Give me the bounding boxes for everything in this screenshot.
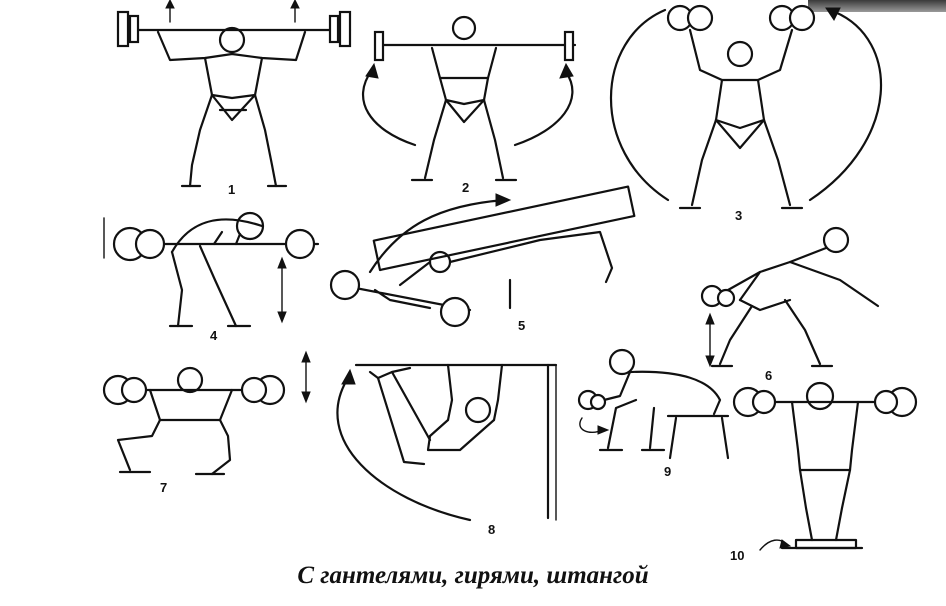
figure-2 bbox=[361, 15, 577, 182]
figure-10-number: 10 bbox=[730, 548, 744, 560]
figure-5 bbox=[329, 185, 636, 328]
figure-4-number: 4 bbox=[210, 328, 218, 343]
caption: С гантелями, гирями, штангой bbox=[297, 562, 649, 589]
figure-8-number: 8 bbox=[488, 522, 495, 537]
figure-4 bbox=[103, 211, 320, 328]
figure-6 bbox=[700, 226, 880, 368]
figure-2-number: 2 bbox=[462, 180, 469, 195]
figure-10 bbox=[732, 381, 918, 551]
figure-3 bbox=[610, 4, 883, 210]
slide-corner-shadow bbox=[808, 0, 946, 12]
figure-7-number: 7 bbox=[160, 480, 167, 495]
figure-9 bbox=[577, 348, 730, 460]
figure-8 bbox=[336, 363, 558, 522]
figure-3-number: 3 bbox=[735, 208, 742, 223]
figure-1 bbox=[116, 0, 352, 188]
figure-6-number: 6 bbox=[765, 368, 772, 383]
exercise-illustration: 1 2 3 bbox=[102, 0, 918, 560]
figure-9-number: 9 bbox=[664, 464, 671, 479]
figure-5-number: 5 bbox=[518, 318, 525, 333]
figure-1-number: 1 bbox=[228, 182, 235, 197]
figure-7 bbox=[102, 350, 311, 476]
